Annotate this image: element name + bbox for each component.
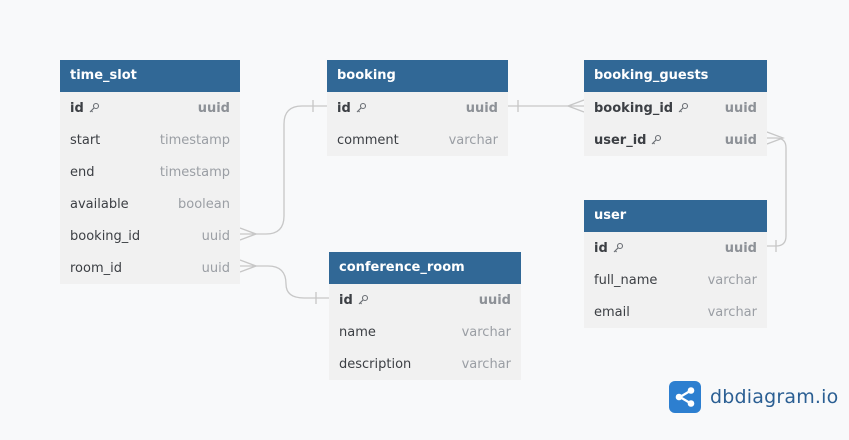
table-header[interactable]: time_slot	[60, 60, 240, 92]
rel-guests-user	[767, 137, 787, 247]
table-header[interactable]: user	[584, 200, 767, 232]
field-name: end	[70, 164, 95, 180]
field-name: id	[337, 100, 351, 116]
field-name: user_id	[594, 132, 647, 148]
rel-timeslot-room	[240, 265, 329, 299]
field-row[interactable]: booking_id uuid	[584, 92, 767, 124]
key-icon	[355, 102, 367, 114]
field-type: varchar	[461, 324, 511, 340]
table-time-slot[interactable]: time_slot id uuid start timestamp end ti…	[60, 60, 240, 284]
field-name: booking_id	[594, 100, 674, 116]
field-name: comment	[337, 132, 399, 148]
field-name: id	[339, 292, 353, 308]
crowfoot-booking-guests	[566, 99, 585, 113]
field-type: varchar	[707, 272, 757, 288]
field-row[interactable]: booking_id uuid	[60, 220, 240, 252]
table-user[interactable]: user id uuid full_name varchar email var…	[584, 200, 767, 328]
table-header[interactable]: conference_room	[329, 252, 521, 284]
key-icon	[612, 242, 624, 254]
table-header[interactable]: booking_guests	[584, 60, 767, 92]
field-type: timestamp	[159, 164, 230, 180]
field-name: name	[339, 324, 376, 340]
field-type: uuid	[478, 292, 511, 308]
table-header[interactable]: booking	[327, 60, 508, 92]
field-row[interactable]: user_id uuid	[584, 124, 767, 156]
field-row[interactable]: comment varchar	[327, 124, 508, 156]
crowfoot-timeslot-booking	[239, 227, 258, 241]
brand-logo[interactable]: dbdiagram.io	[669, 381, 838, 413]
field-name: room_id	[70, 260, 122, 276]
field-type: varchar	[461, 356, 511, 372]
field-row[interactable]: id uuid	[584, 232, 767, 264]
key-icon	[357, 294, 369, 306]
table-booking[interactable]: booking id uuid comment varchar	[327, 60, 508, 156]
rel-timeslot-booking	[240, 105, 327, 235]
table-conference-room[interactable]: conference_room id uuid name varchar des…	[329, 252, 521, 380]
field-name: available	[70, 196, 129, 212]
field-type: uuid	[724, 100, 757, 116]
brand-text: dbdiagram.io	[710, 386, 839, 408]
field-name: full_name	[594, 272, 658, 288]
field-type: boolean	[178, 196, 230, 212]
field-type: varchar	[448, 132, 498, 148]
key-icon	[677, 102, 689, 114]
crowfoot-guests-user	[766, 131, 785, 145]
field-row[interactable]: name varchar	[329, 316, 521, 348]
field-type: varchar	[707, 304, 757, 320]
table-booking-guests[interactable]: booking_guests booking_id uuid user_id u…	[584, 60, 767, 156]
field-type: timestamp	[159, 132, 230, 148]
field-type: uuid	[201, 228, 230, 244]
field-row[interactable]: id uuid	[327, 92, 508, 124]
field-type: uuid	[201, 260, 230, 276]
key-icon	[88, 102, 100, 114]
field-row[interactable]: full_name varchar	[584, 264, 767, 296]
field-name: start	[70, 132, 101, 148]
field-type: uuid	[197, 100, 230, 116]
field-type: uuid	[724, 132, 757, 148]
field-row[interactable]: id uuid	[329, 284, 521, 316]
field-row[interactable]: id uuid	[60, 92, 240, 124]
share-nodes-icon	[669, 381, 701, 413]
field-name: description	[339, 356, 412, 372]
field-row[interactable]: start timestamp	[60, 124, 240, 156]
field-name: id	[594, 240, 608, 256]
crowfoot-timeslot-room	[239, 259, 258, 273]
field-row[interactable]: description varchar	[329, 348, 521, 380]
field-row[interactable]: room_id uuid	[60, 252, 240, 284]
key-icon	[650, 134, 662, 146]
field-name: id	[70, 100, 84, 116]
field-row[interactable]: available boolean	[60, 188, 240, 220]
field-type: uuid	[465, 100, 498, 116]
field-name: email	[594, 304, 630, 320]
field-type: uuid	[724, 240, 757, 256]
field-row[interactable]: end timestamp	[60, 156, 240, 188]
field-row[interactable]: email varchar	[584, 296, 767, 328]
field-name: booking_id	[70, 228, 141, 244]
